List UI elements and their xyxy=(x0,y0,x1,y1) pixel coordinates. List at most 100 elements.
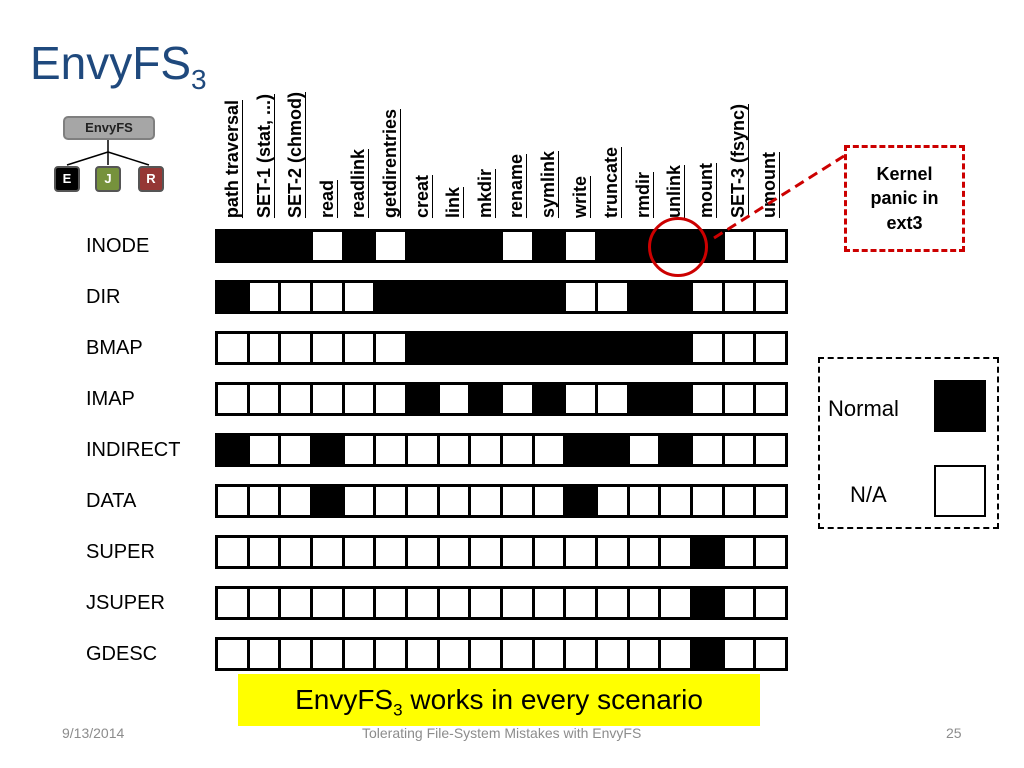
cell-na xyxy=(534,436,564,464)
cell-na xyxy=(566,538,596,566)
cell-na xyxy=(471,436,501,464)
cell-na xyxy=(408,487,437,515)
cell-na xyxy=(281,487,311,515)
cell-normal xyxy=(693,538,722,566)
cell-na xyxy=(376,232,406,260)
cell-normal xyxy=(471,334,501,362)
cell-normal xyxy=(471,232,501,260)
cell-na xyxy=(218,640,247,668)
cell-na xyxy=(218,385,247,413)
row-label: INODE xyxy=(86,235,150,257)
cell-na xyxy=(534,589,564,617)
callout-line-2: panic in xyxy=(870,188,939,209)
slide-title: EnvyFS3 xyxy=(30,40,207,94)
cell-na xyxy=(724,589,754,617)
cell-normal xyxy=(534,334,564,362)
cell-na xyxy=(566,589,596,617)
cell-na xyxy=(439,487,469,515)
cell-na xyxy=(598,487,627,515)
footer-title: Tolerating File-System Mistakes with Env… xyxy=(362,725,642,741)
cell-na xyxy=(281,640,311,668)
matrix-row xyxy=(215,484,788,518)
cell-normal xyxy=(218,283,247,311)
cell-normal xyxy=(439,232,469,260)
cell-normal xyxy=(629,283,659,311)
cell-na xyxy=(313,589,342,617)
column-header: link xyxy=(443,186,464,218)
cell-na xyxy=(629,589,659,617)
cell-normal xyxy=(376,283,406,311)
cell-na xyxy=(313,334,342,362)
cell-na xyxy=(566,640,596,668)
column-header: SET-1 (stat, ...) xyxy=(253,93,274,218)
cell-normal xyxy=(661,283,691,311)
cell-na xyxy=(471,538,501,566)
cell-na xyxy=(756,487,786,515)
cell-na xyxy=(503,436,532,464)
cell-na xyxy=(598,283,627,311)
cell-na xyxy=(661,538,691,566)
cell-na xyxy=(756,283,786,311)
matrix-row xyxy=(215,382,788,416)
cell-na xyxy=(439,385,469,413)
cell-na xyxy=(756,538,786,566)
matrix-row xyxy=(215,280,788,314)
cell-na xyxy=(408,640,437,668)
cell-normal xyxy=(408,232,437,260)
cell-normal xyxy=(598,232,627,260)
cell-na xyxy=(218,538,247,566)
cell-normal xyxy=(313,436,342,464)
cell-normal xyxy=(471,385,501,413)
cell-na xyxy=(344,538,374,566)
row-label: INDIRECT xyxy=(86,439,181,461)
cell-na xyxy=(376,640,406,668)
cell-normal xyxy=(344,232,374,260)
cell-na xyxy=(376,385,406,413)
matrix-row xyxy=(215,586,788,620)
envyfs-logo-root: EnvyFS xyxy=(63,116,155,140)
cell-na xyxy=(566,232,596,260)
cell-na xyxy=(566,283,596,311)
cell-na xyxy=(629,436,659,464)
cell-na xyxy=(376,436,406,464)
cell-na xyxy=(344,385,374,413)
cell-na xyxy=(376,487,406,515)
conclusion-banner: EnvyFS3 works in every scenario xyxy=(238,674,760,726)
cell-normal xyxy=(439,334,469,362)
cell-na xyxy=(534,487,564,515)
column-header: path traversal xyxy=(222,99,242,218)
cell-na xyxy=(724,538,754,566)
row-label: JSUPER xyxy=(86,592,165,614)
row-label: SUPER xyxy=(86,541,155,563)
cell-na xyxy=(281,538,311,566)
banner-suffix: works in every scenario xyxy=(402,684,703,715)
cell-normal xyxy=(249,232,279,260)
matrix-row xyxy=(215,637,788,671)
cell-normal xyxy=(408,385,437,413)
cell-na xyxy=(724,640,754,668)
cell-na xyxy=(629,640,659,668)
legend-normal-label: Normal xyxy=(828,396,899,421)
footer-date: 9/13/2014 xyxy=(62,725,125,741)
footer-page-number: 25 xyxy=(946,725,962,741)
cell-na xyxy=(249,334,279,362)
legend-na-label: N/A xyxy=(850,482,887,507)
logo-node-r: R xyxy=(138,166,164,192)
column-header: mkdir xyxy=(474,168,495,218)
row-label: BMAP xyxy=(86,337,143,359)
cell-normal xyxy=(218,436,247,464)
cell-normal xyxy=(661,385,691,413)
cell-na xyxy=(471,640,501,668)
logo-connector-lines xyxy=(66,140,150,166)
cell-na xyxy=(249,538,279,566)
cell-na xyxy=(313,640,342,668)
cell-na xyxy=(313,385,342,413)
cell-na xyxy=(756,640,786,668)
cell-na xyxy=(281,589,311,617)
cell-na xyxy=(534,538,564,566)
cell-na xyxy=(439,640,469,668)
cell-na xyxy=(249,385,279,413)
cell-normal xyxy=(693,589,722,617)
cell-na xyxy=(471,589,501,617)
cell-na xyxy=(249,283,279,311)
